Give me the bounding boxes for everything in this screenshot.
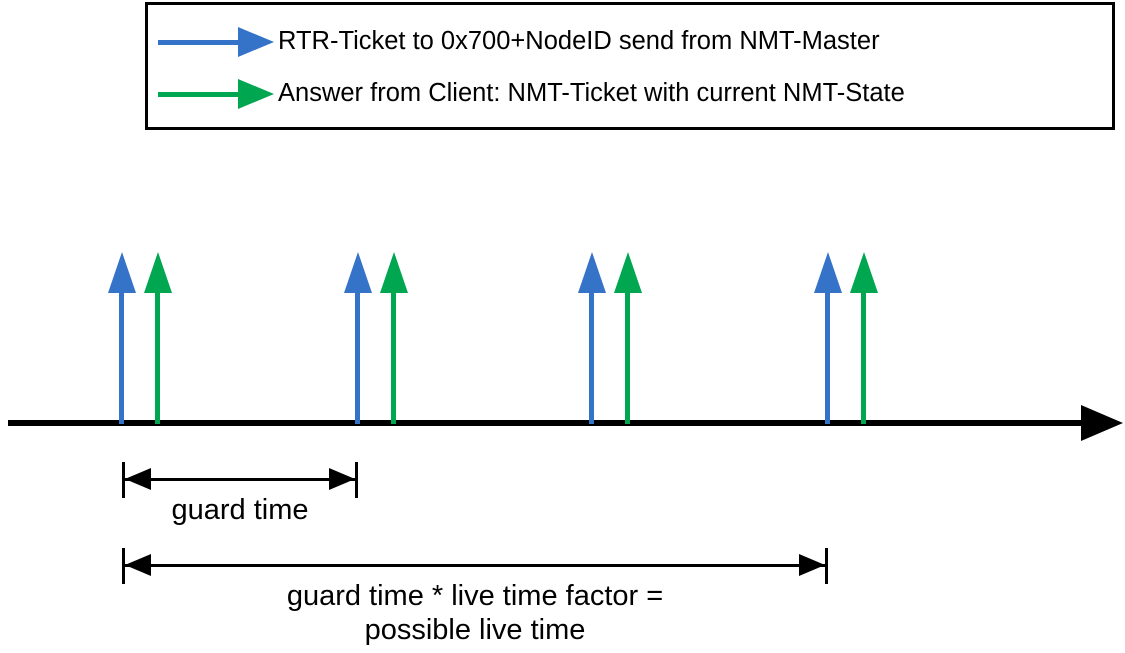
up-arrow-icon bbox=[614, 252, 642, 293]
time-axis-line bbox=[8, 420, 1086, 426]
blue-right-arrow-icon bbox=[148, 22, 278, 62]
event-arrow-shaft bbox=[861, 291, 866, 424]
dimension-tick-right bbox=[355, 462, 358, 498]
event-arrow-rtr-ticket-2 bbox=[344, 252, 372, 424]
legend-item-rtr-ticket: RTR-Ticket to 0x700+NodeID send from NMT… bbox=[148, 19, 1112, 65]
event-arrow-nmt-answer-2 bbox=[380, 252, 408, 424]
legend-arrow-shaft bbox=[158, 40, 242, 45]
legend: RTR-Ticket to 0x700+NodeID send from NMT… bbox=[145, 2, 1115, 130]
dimension-possible-live-time bbox=[122, 548, 828, 584]
dimension-rule bbox=[125, 564, 825, 567]
event-arrow-nmt-answer-4 bbox=[850, 252, 878, 424]
event-arrow-shaft bbox=[119, 291, 124, 424]
dimension-rule bbox=[125, 478, 355, 481]
legend-label-nmt-answer: Answer from Client: NMT-Ticket with curr… bbox=[278, 79, 905, 108]
event-arrow-nmt-answer-3 bbox=[614, 252, 642, 424]
dimension-tick-left bbox=[122, 548, 125, 584]
green-right-arrow-icon bbox=[148, 74, 278, 114]
dimension-label-possible-live-time: guard time * live time factor = possible… bbox=[286, 580, 664, 646]
up-arrow-icon bbox=[814, 252, 842, 293]
legend-item-nmt-answer: Answer from Client: NMT-Ticket with curr… bbox=[148, 71, 1112, 117]
right-arrow-icon bbox=[329, 468, 355, 490]
event-arrow-shaft bbox=[155, 291, 160, 424]
event-arrow-shaft bbox=[589, 291, 594, 424]
up-arrow-icon bbox=[144, 252, 172, 293]
event-arrow-shaft bbox=[625, 291, 630, 424]
left-arrow-icon bbox=[125, 468, 151, 490]
up-arrow-icon bbox=[344, 252, 372, 293]
up-arrow-icon bbox=[380, 252, 408, 293]
event-arrow-rtr-ticket-1 bbox=[108, 252, 136, 424]
legend-label-rtr-ticket: RTR-Ticket to 0x700+NodeID send from NMT… bbox=[278, 27, 880, 56]
up-arrow-icon bbox=[850, 252, 878, 293]
time-axis-arrow-icon bbox=[1081, 405, 1123, 441]
event-arrow-shaft bbox=[355, 291, 360, 424]
dimension-tick-left bbox=[122, 462, 125, 498]
event-arrow-rtr-ticket-4 bbox=[814, 252, 842, 424]
dimension-guard-time bbox=[122, 462, 358, 498]
event-arrow-shaft bbox=[825, 291, 830, 424]
event-arrow-nmt-answer-1 bbox=[144, 252, 172, 424]
dimension-tick-right bbox=[825, 548, 828, 584]
up-arrow-icon bbox=[578, 252, 606, 293]
legend-arrow-shaft bbox=[158, 92, 242, 97]
left-arrow-icon bbox=[125, 554, 151, 576]
event-arrow-shaft bbox=[391, 291, 396, 424]
right-arrow-icon bbox=[799, 554, 825, 576]
up-arrow-icon bbox=[108, 252, 136, 293]
legend-arrow-head bbox=[238, 27, 274, 57]
dimension-label-guard-time: guard time bbox=[171, 494, 309, 526]
legend-arrow-head bbox=[238, 79, 274, 109]
event-arrow-rtr-ticket-3 bbox=[578, 252, 606, 424]
